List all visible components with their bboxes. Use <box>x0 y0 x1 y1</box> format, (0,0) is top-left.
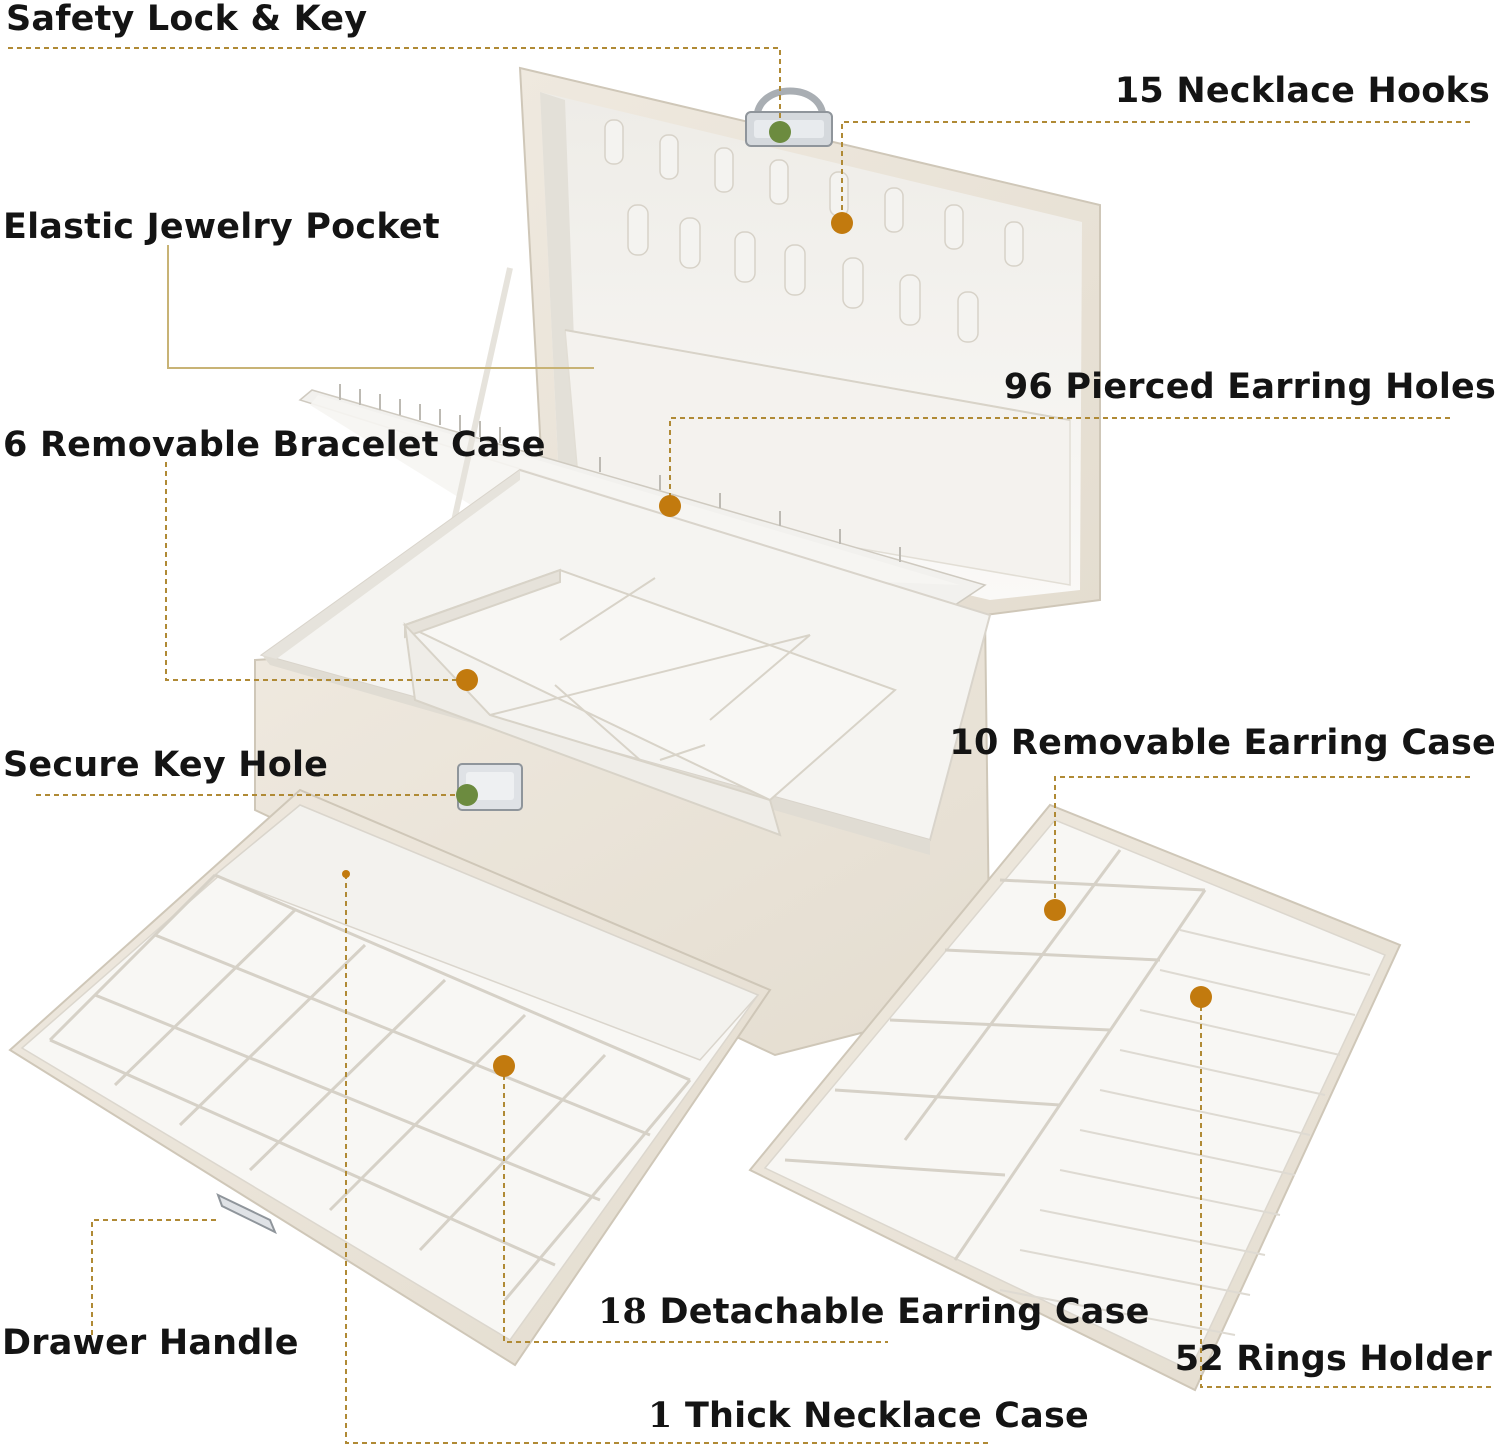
label-detachable-18-number: 18 <box>598 1291 648 1332</box>
label-detachable-18: 18 Detachable Earring Case <box>598 1294 1150 1330</box>
label-necklace-case-number: 1 <box>648 1395 673 1436</box>
label-safety-lock: Safety Lock & Key <box>6 0 368 39</box>
marker-pierced-holes <box>659 495 681 517</box>
right-tray <box>748 803 1402 1392</box>
marker-earring-case-10 <box>1044 899 1066 921</box>
label-detachable-18-text: Detachable Earring Case <box>659 1292 1150 1332</box>
bracelet-compartments <box>402 568 897 837</box>
marker-rings-holder <box>1190 986 1212 1008</box>
label-drawer-handle: Drawer Handle <box>2 1323 299 1363</box>
label-rings-holder: 52 Rings Holder <box>1174 1339 1492 1379</box>
necklace-hooks <box>604 119 1024 343</box>
label-pierced-holes: 96 Pierced Earring Holes <box>1003 367 1496 407</box>
drawer-handle-icon <box>216 1193 277 1235</box>
markers <box>342 121 1212 1077</box>
marker-detachable-18 <box>493 1055 515 1077</box>
label-bracelet-case: 6 Removable Bracelet Case <box>3 425 546 465</box>
label-secure-key-hole: Secure Key Hole <box>3 745 329 785</box>
left-drawer <box>8 788 772 1367</box>
marker-bracelet-case <box>456 669 478 691</box>
marker-necklace-hooks <box>831 212 853 234</box>
label-necklace-hooks: 15 Necklace Hooks <box>1114 71 1490 111</box>
marker-secure-key-hole <box>456 784 478 806</box>
label-earring-case-10: 10 Removable Earring Case <box>949 723 1496 763</box>
label-necklace-case-text: Thick Necklace Case <box>684 1396 1089 1436</box>
marker-safety-lock <box>769 121 791 143</box>
label-necklace-case: 1 Thick Necklace Case <box>648 1398 1089 1434</box>
marker-necklace-case <box>342 870 350 878</box>
leader-lines <box>8 47 1493 1444</box>
label-elastic-pocket: Elastic Jewelry Pocket <box>3 207 440 247</box>
